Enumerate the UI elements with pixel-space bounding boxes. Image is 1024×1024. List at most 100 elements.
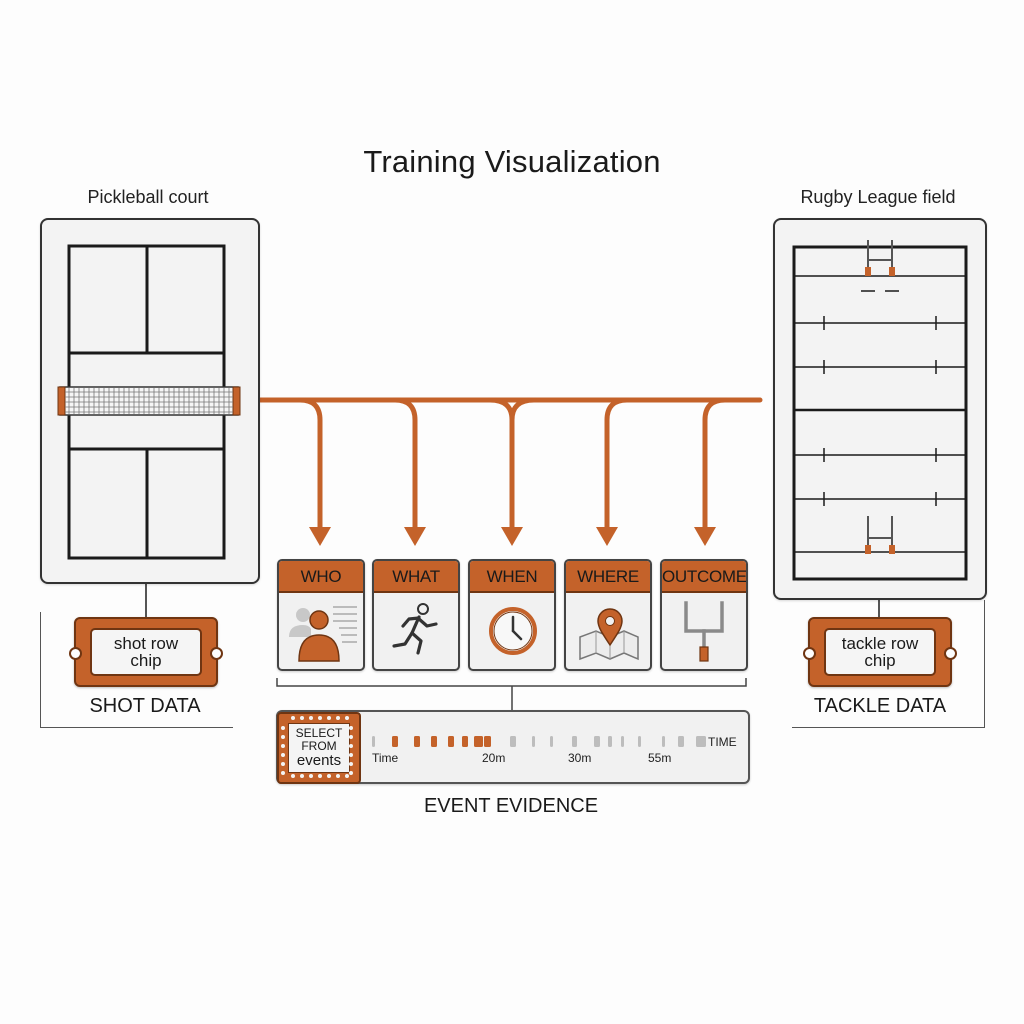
rugby-field-label: Rugby League field [800,187,956,207]
axis-end-label: TIME [708,735,737,749]
event-marker [462,736,468,747]
event-marker [532,736,535,747]
arrowhead-when [501,527,523,546]
pickleball-court-label: Pickleball court [87,187,209,207]
running-person-icon [392,603,438,655]
select-line-1: SELECT [295,726,343,740]
select-line-3: events [296,752,342,769]
card-where-label: WHERE [566,561,650,593]
connector-who [297,397,323,531]
arrowhead-who [309,527,331,546]
diagram-title: Training Visualization [363,144,661,179]
goal-post-icon [684,601,724,662]
select-from-events-chip[interactable]: SELECT FROM events [277,712,361,784]
shot-row-chip[interactable]: shot row chip [69,617,223,687]
chip-notch-left [69,647,82,660]
event-marker [550,736,553,747]
card-who-label: WHO [279,561,363,593]
chip-pin [300,716,304,720]
chip-notch-right [210,647,223,660]
arrowhead-where [596,527,618,546]
chip-pin [349,744,353,748]
cards-bracket [276,678,747,687]
chip-pin [349,726,353,730]
chip-pin [281,771,285,775]
chip-pin [349,771,353,775]
clock-icon [489,607,537,655]
rugby-field-diagram [792,240,968,581]
chip-pin [336,774,340,778]
event-marker [474,736,483,747]
event-marker [608,736,612,747]
chip-pin [291,774,295,778]
tackle-row-chip[interactable]: tackle row chip [803,617,957,687]
person-profile-icon [289,606,357,662]
chip-pin [327,774,331,778]
chip-pin [349,753,353,757]
event-marker [431,736,437,747]
tackle-row-chip-label: tackle row chip [824,628,936,676]
event-marker [372,736,375,747]
chip-pin [309,774,313,778]
card-outcome[interactable]: OUTCOME [660,559,748,671]
bottom-goal-posts [867,516,893,552]
pickleball-net [57,386,241,416]
chip-pin [345,774,349,778]
chip-pin [281,762,285,766]
arrowhead-what [404,527,426,546]
chip-pin [318,774,322,778]
connector-what [392,397,418,531]
event-marker [638,736,641,747]
select-from-events-label: SELECT FROM events [288,723,350,773]
right-bracket [792,600,985,728]
chip-pin [345,716,349,720]
timeline-events: Time 20m 30m 55m TIME [372,735,737,765]
tick-label: 20m [482,751,505,765]
connector-outcome [702,397,728,531]
tick-label: Time [372,751,399,765]
card-when-label: WHEN [470,561,554,593]
chip-pin [318,716,322,720]
event-marker [392,736,398,747]
top-goal-posts [867,240,893,273]
chip-pin [309,716,313,720]
event-marker [414,736,420,747]
chip-pin [281,735,285,739]
chip-notch-left [803,647,816,660]
chip-pin [327,716,331,720]
rugby-field-panel [773,218,987,600]
chip-pin [291,716,295,720]
right-connector-stem [878,598,880,620]
event-evidence-caption: EVENT EVIDENCE [423,795,599,817]
card-what[interactable]: WHAT [372,559,460,671]
arrowhead-outcome [694,527,716,546]
select-line-2: FROM [301,739,337,753]
map-pin-icon [579,608,639,661]
chip-pin [281,726,285,730]
shot-row-chip-label: shot row chip [90,628,202,676]
chip-pin [281,744,285,748]
chip-notch-right [944,647,957,660]
event-marker [448,736,454,747]
left-connector-stem [145,580,147,618]
shot-data-caption: SHOT DATA [89,695,201,717]
event-marker [621,736,624,747]
event-marker [484,736,491,747]
chip-pin [281,753,285,757]
pickleball-court-panel [40,218,260,584]
event-marker [678,736,684,747]
tackle-data-caption: TACKLE DATA [813,695,947,717]
card-who[interactable]: WHO [277,559,365,671]
card-when[interactable]: WHEN [468,559,556,671]
card-where[interactable]: WHERE [564,559,652,671]
tick-label: 55m [648,751,671,765]
connector-when [487,397,537,531]
event-marker [510,736,516,747]
card-outcome-label: OUTCOME [662,561,746,593]
connector-where [604,397,630,531]
pickleball-court-diagram [57,244,241,560]
left-bracket [40,612,233,728]
chip-pin [349,735,353,739]
event-marker [572,736,577,747]
